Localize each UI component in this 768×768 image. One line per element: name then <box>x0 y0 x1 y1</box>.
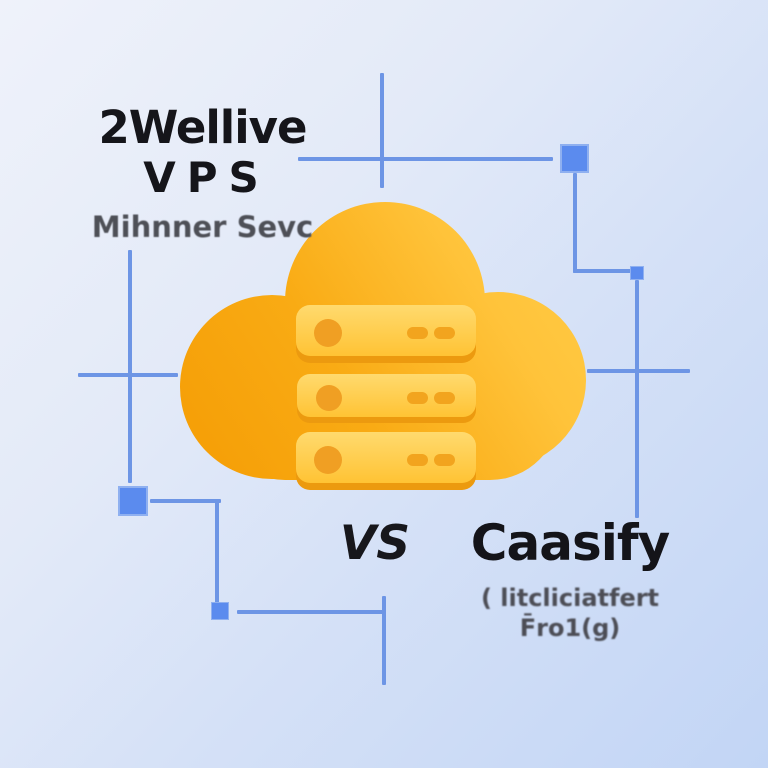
rack-dash-icon <box>407 392 428 404</box>
server-rack-3 <box>296 432 476 490</box>
circuit-line-node-c-down <box>215 499 219 604</box>
left-heading-line2: VPS <box>143 153 270 203</box>
rack-dash-icon <box>434 327 455 339</box>
circuit-node-right-small <box>630 266 644 280</box>
right-heading-subtitle-line1: ( litcliciatfert <box>480 584 660 612</box>
right-heading-title: Caasify <box>470 514 670 572</box>
circuit-line-right-cross <box>587 369 690 373</box>
rack-dash-icon <box>407 327 428 339</box>
server-rack-1 <box>296 305 476 363</box>
circuit-line-left-vertical <box>128 250 132 483</box>
circuit-line-node-a-down <box>573 173 577 273</box>
left-heading: 2Wellive VPS Mihnner Sevc <box>55 101 350 245</box>
circuit-line-top-vertical <box>380 73 384 188</box>
circuit-node-top-right <box>560 144 589 173</box>
circuit-node-left <box>118 486 148 516</box>
rack-led-icon <box>316 385 342 411</box>
circuit-line-left-cross <box>78 373 178 377</box>
rack-dash-icon <box>407 454 428 466</box>
right-heading-subtitle-line2: F̄ro1(g) <box>519 614 621 642</box>
left-heading-subtitle: Mihnner Sevc <box>91 210 314 245</box>
rack-dash-icon <box>434 454 455 466</box>
server-rack-2 <box>297 374 476 423</box>
rack-led-icon <box>314 446 342 474</box>
circuit-line-node-a-right <box>573 269 637 273</box>
rack-dash-icon <box>434 392 455 404</box>
circuit-line-right-vertical <box>635 280 639 518</box>
right-heading: Caasify ( litcliciatfert F̄ro1(g) <box>445 514 695 642</box>
versus-label: VS <box>339 516 411 571</box>
circuit-node-bottom-small <box>211 602 229 620</box>
circuit-line-node-c-right <box>150 499 221 503</box>
rack-led-icon <box>314 319 342 347</box>
left-heading-line1: 2Wellive <box>98 101 308 154</box>
circuit-line-bottom-vertical <box>382 596 386 685</box>
circuit-line-bottom-horizontal <box>237 610 384 614</box>
circuit-line-top-horizontal <box>298 157 553 161</box>
